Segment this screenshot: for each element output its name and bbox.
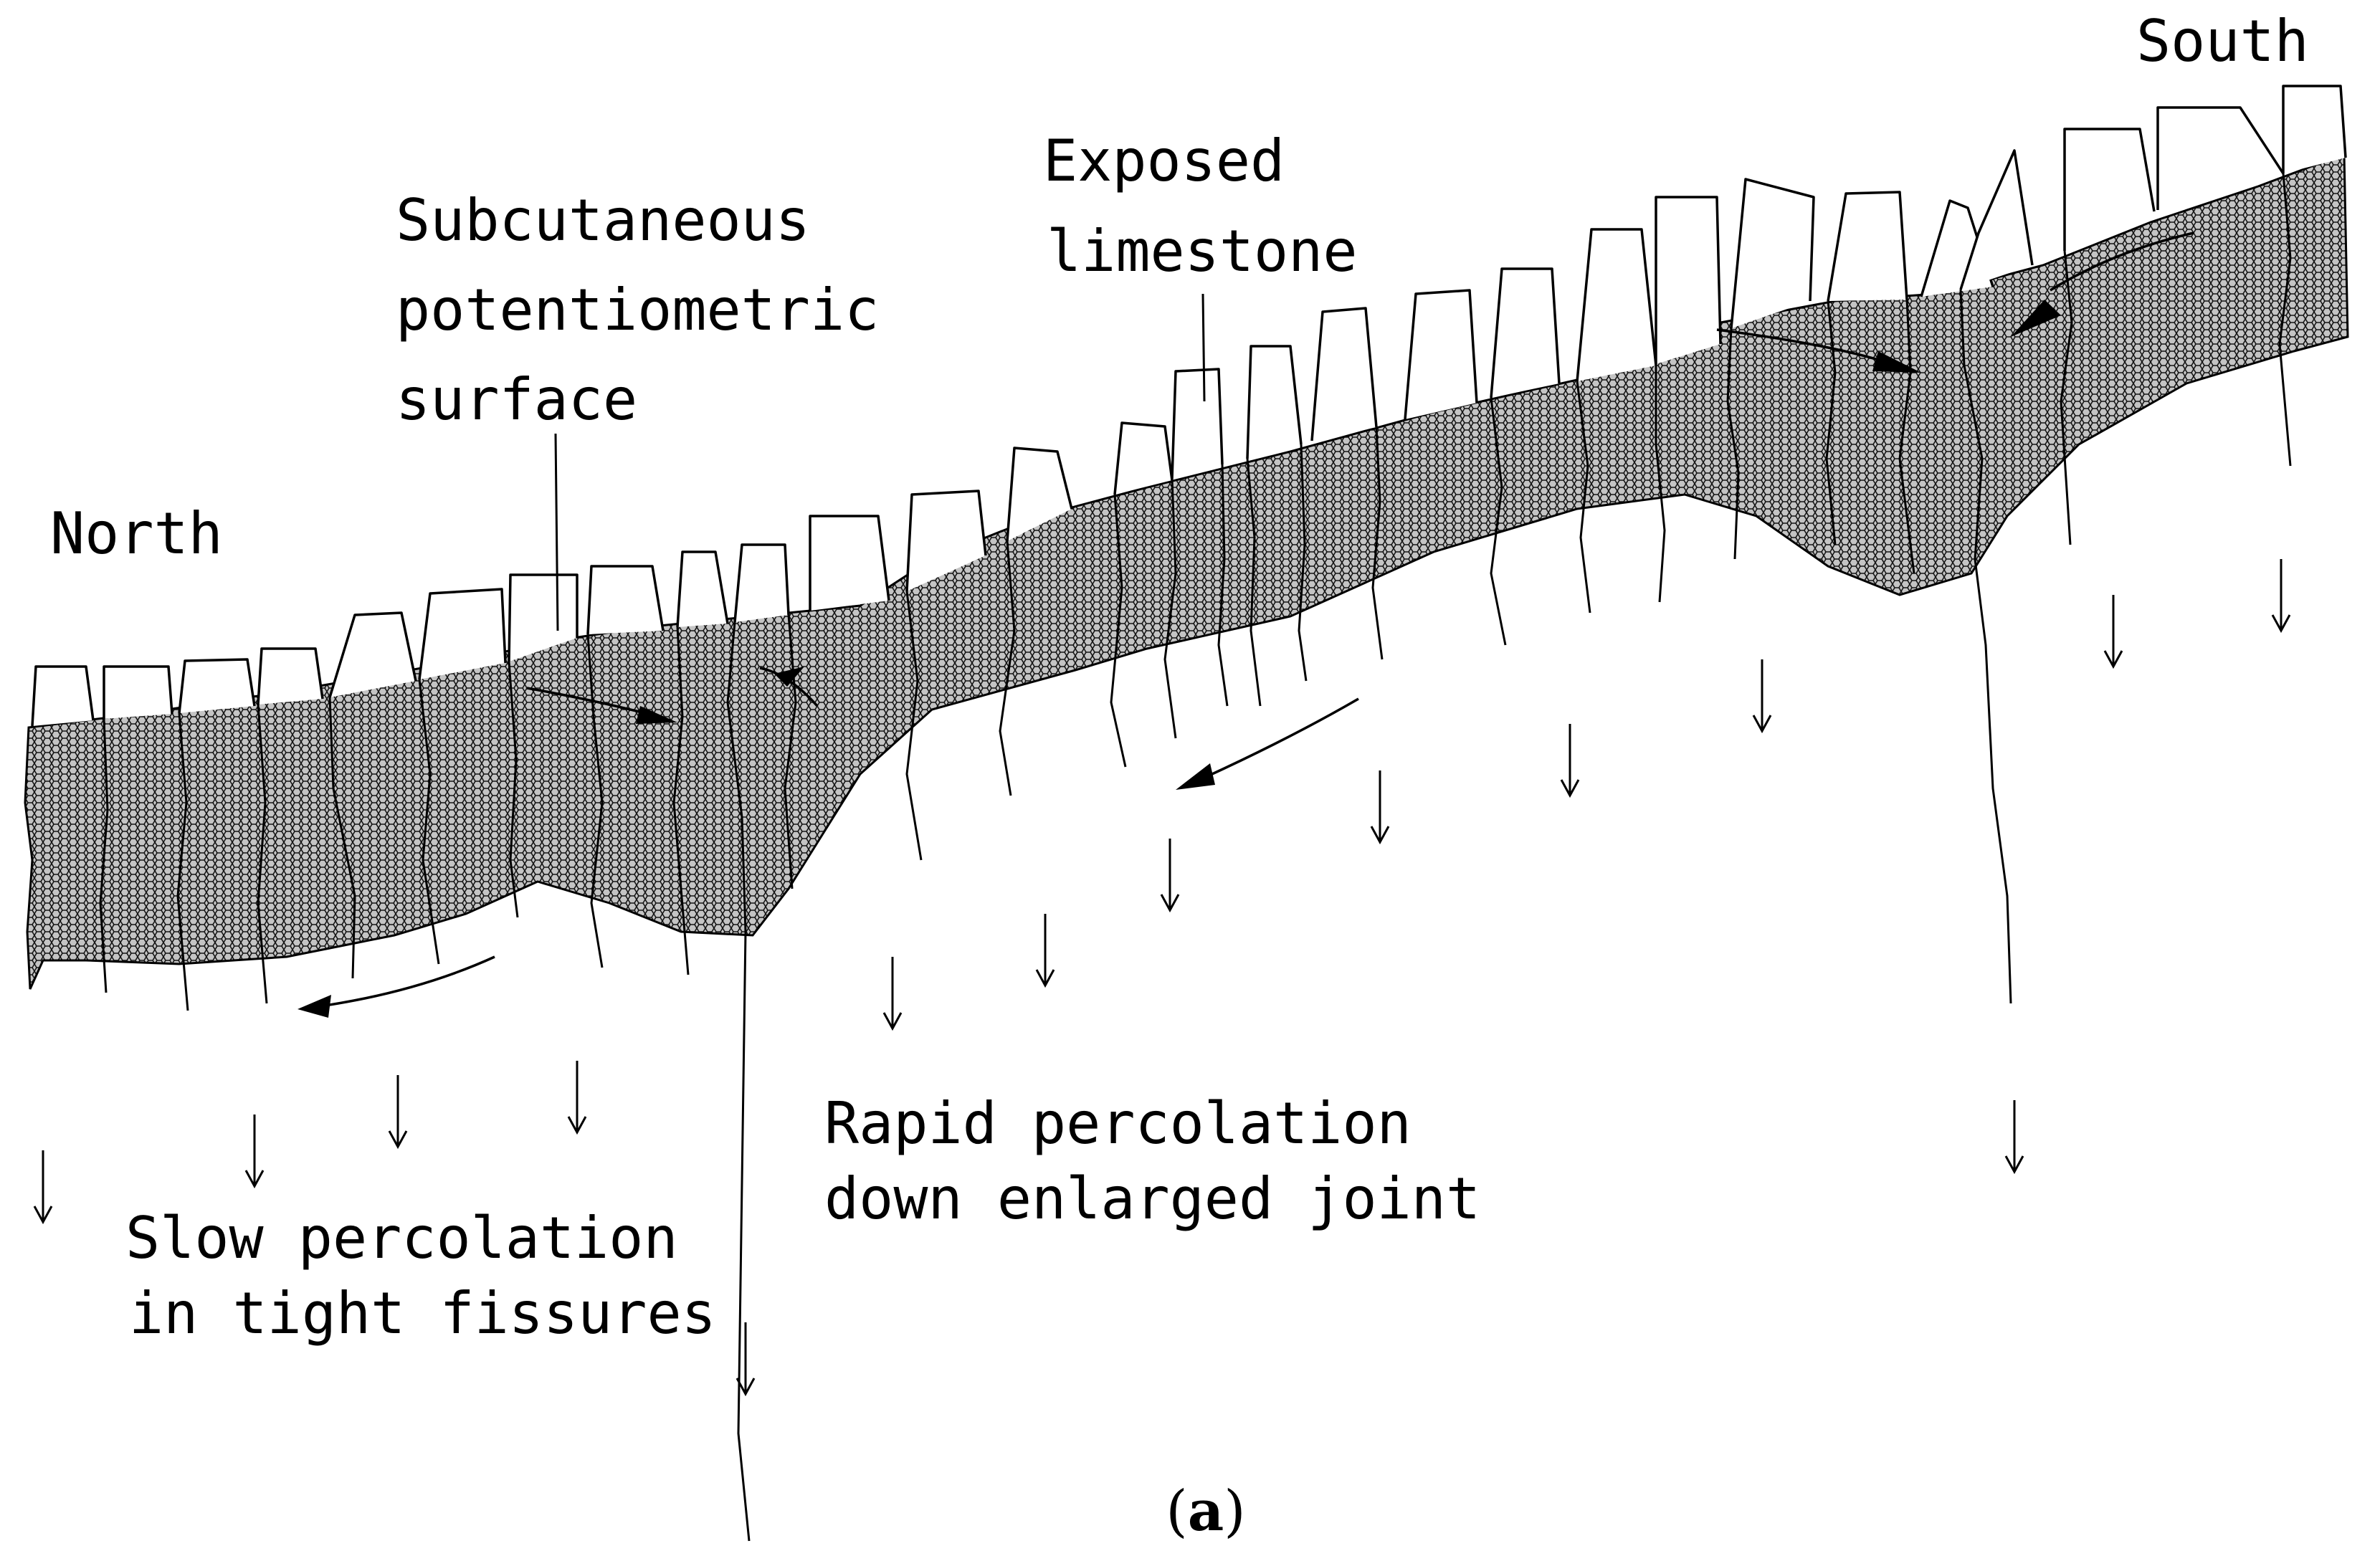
caption-open-paren: ( — [1166, 1479, 1187, 1544]
exposed-limestone-line-2: limestone — [1047, 218, 1357, 285]
rapid-percolation-line-1: Rapid percolation — [824, 1090, 1412, 1157]
exposed-limestone-label: Exposed limestone — [1043, 128, 1357, 285]
north-label: North — [50, 500, 223, 567]
label-leader-lines — [554, 293, 1206, 631]
rapid-percolation-line-2: down enlarged joint — [824, 1165, 1480, 1232]
slow-percolation-line-2: in tight fissures — [129, 1280, 716, 1347]
caption-letter: a — [1188, 1479, 1224, 1544]
exposed-limestone-line-1: Exposed — [1043, 128, 1285, 194]
subcutaneous-line-1: Subcutaneous — [396, 187, 810, 254]
rapid-percolation-label: Rapid percolation down enlarged joint — [824, 1090, 1480, 1232]
exposed-limestone-blocks — [31, 85, 2347, 727]
caption-close-paren: ) — [1224, 1479, 1245, 1544]
flow-arrows — [298, 232, 2194, 1018]
subcutaneous-line-3: surface — [396, 366, 637, 433]
joints-and-fissures — [99, 173, 2292, 1542]
subcutaneous-surface-label: Subcutaneous potentiometric surface — [396, 187, 879, 433]
figure-caption: (a) — [1166, 1479, 1245, 1544]
percolation-arrows — [33, 559, 2291, 1397]
slow-percolation-label: Slow percolation in tight fissures — [125, 1205, 716, 1347]
slow-percolation-line-1: Slow percolation — [125, 1205, 678, 1271]
south-label: South — [2136, 8, 2309, 75]
subcutaneous-line-2: potentiometric — [396, 277, 879, 343]
